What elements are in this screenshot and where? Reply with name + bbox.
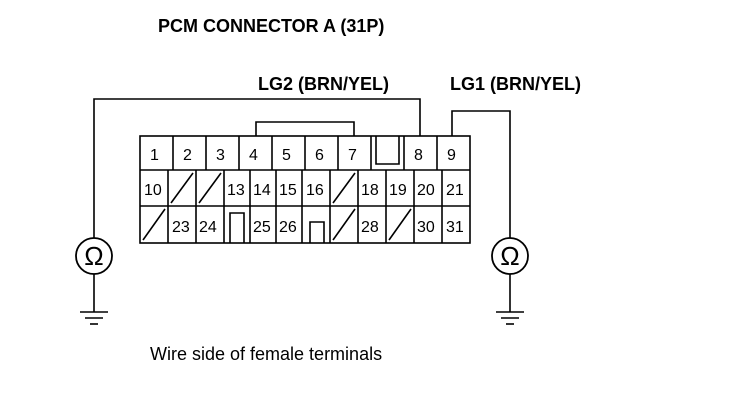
ground-icon — [496, 311, 524, 325]
connector-body — [139, 121, 471, 244]
pin-label: 24 — [199, 219, 217, 236]
pin-label: 3 — [216, 147, 225, 164]
pin-label: 28 — [361, 219, 379, 236]
ohmmeter-right: Ω — [491, 237, 529, 312]
pin-label: 19 — [389, 182, 407, 199]
pin-row-1: 1 2 3 4 5 6 7 8 9 — [150, 147, 456, 164]
pin-label: 14 — [253, 182, 271, 199]
wire-label-lg1: LG1 (BRN/YEL) — [450, 74, 581, 94]
pin-label: 2 — [183, 147, 192, 164]
pin-label: 7 — [348, 147, 357, 164]
diagram-caption: Wire side of female terminals — [150, 344, 382, 364]
pin-label: 8 — [414, 147, 423, 164]
probe-wire-right — [451, 110, 511, 238]
pin-row-3: 23 24 25 26 28 30 31 — [172, 219, 464, 236]
pin-label: 15 — [279, 182, 297, 199]
pin-label: 26 — [279, 219, 297, 236]
pin-label: 6 — [315, 147, 324, 164]
pin-label: 9 — [447, 147, 456, 164]
pin-label: 20 — [417, 182, 435, 199]
pin-label: 4 — [249, 147, 258, 164]
ohmmeter-left: Ω — [75, 237, 113, 312]
pin-label: 13 — [227, 182, 245, 199]
ohm-symbol: Ω — [500, 241, 519, 271]
pin-label: 1 — [150, 147, 159, 164]
pin-label: 23 — [172, 219, 190, 236]
probe-wire-left — [93, 98, 421, 238]
pin-label: 25 — [253, 219, 271, 236]
wire-label-lg2: LG2 (BRN/YEL) — [258, 74, 389, 94]
pin-row-2: 10 13 14 15 16 18 19 20 21 — [144, 182, 464, 199]
pin-label: 18 — [361, 182, 379, 199]
pin-label: 21 — [446, 182, 464, 199]
pin-label: 5 — [282, 147, 291, 164]
pin-label: 30 — [417, 219, 435, 236]
ohm-symbol: Ω — [84, 241, 103, 271]
pin-label: 16 — [306, 182, 324, 199]
diagram-title: PCM CONNECTOR A (31P) — [158, 16, 384, 36]
ground-icon — [80, 311, 108, 325]
pin-label: 31 — [446, 219, 464, 236]
pin-label: 10 — [144, 182, 162, 199]
